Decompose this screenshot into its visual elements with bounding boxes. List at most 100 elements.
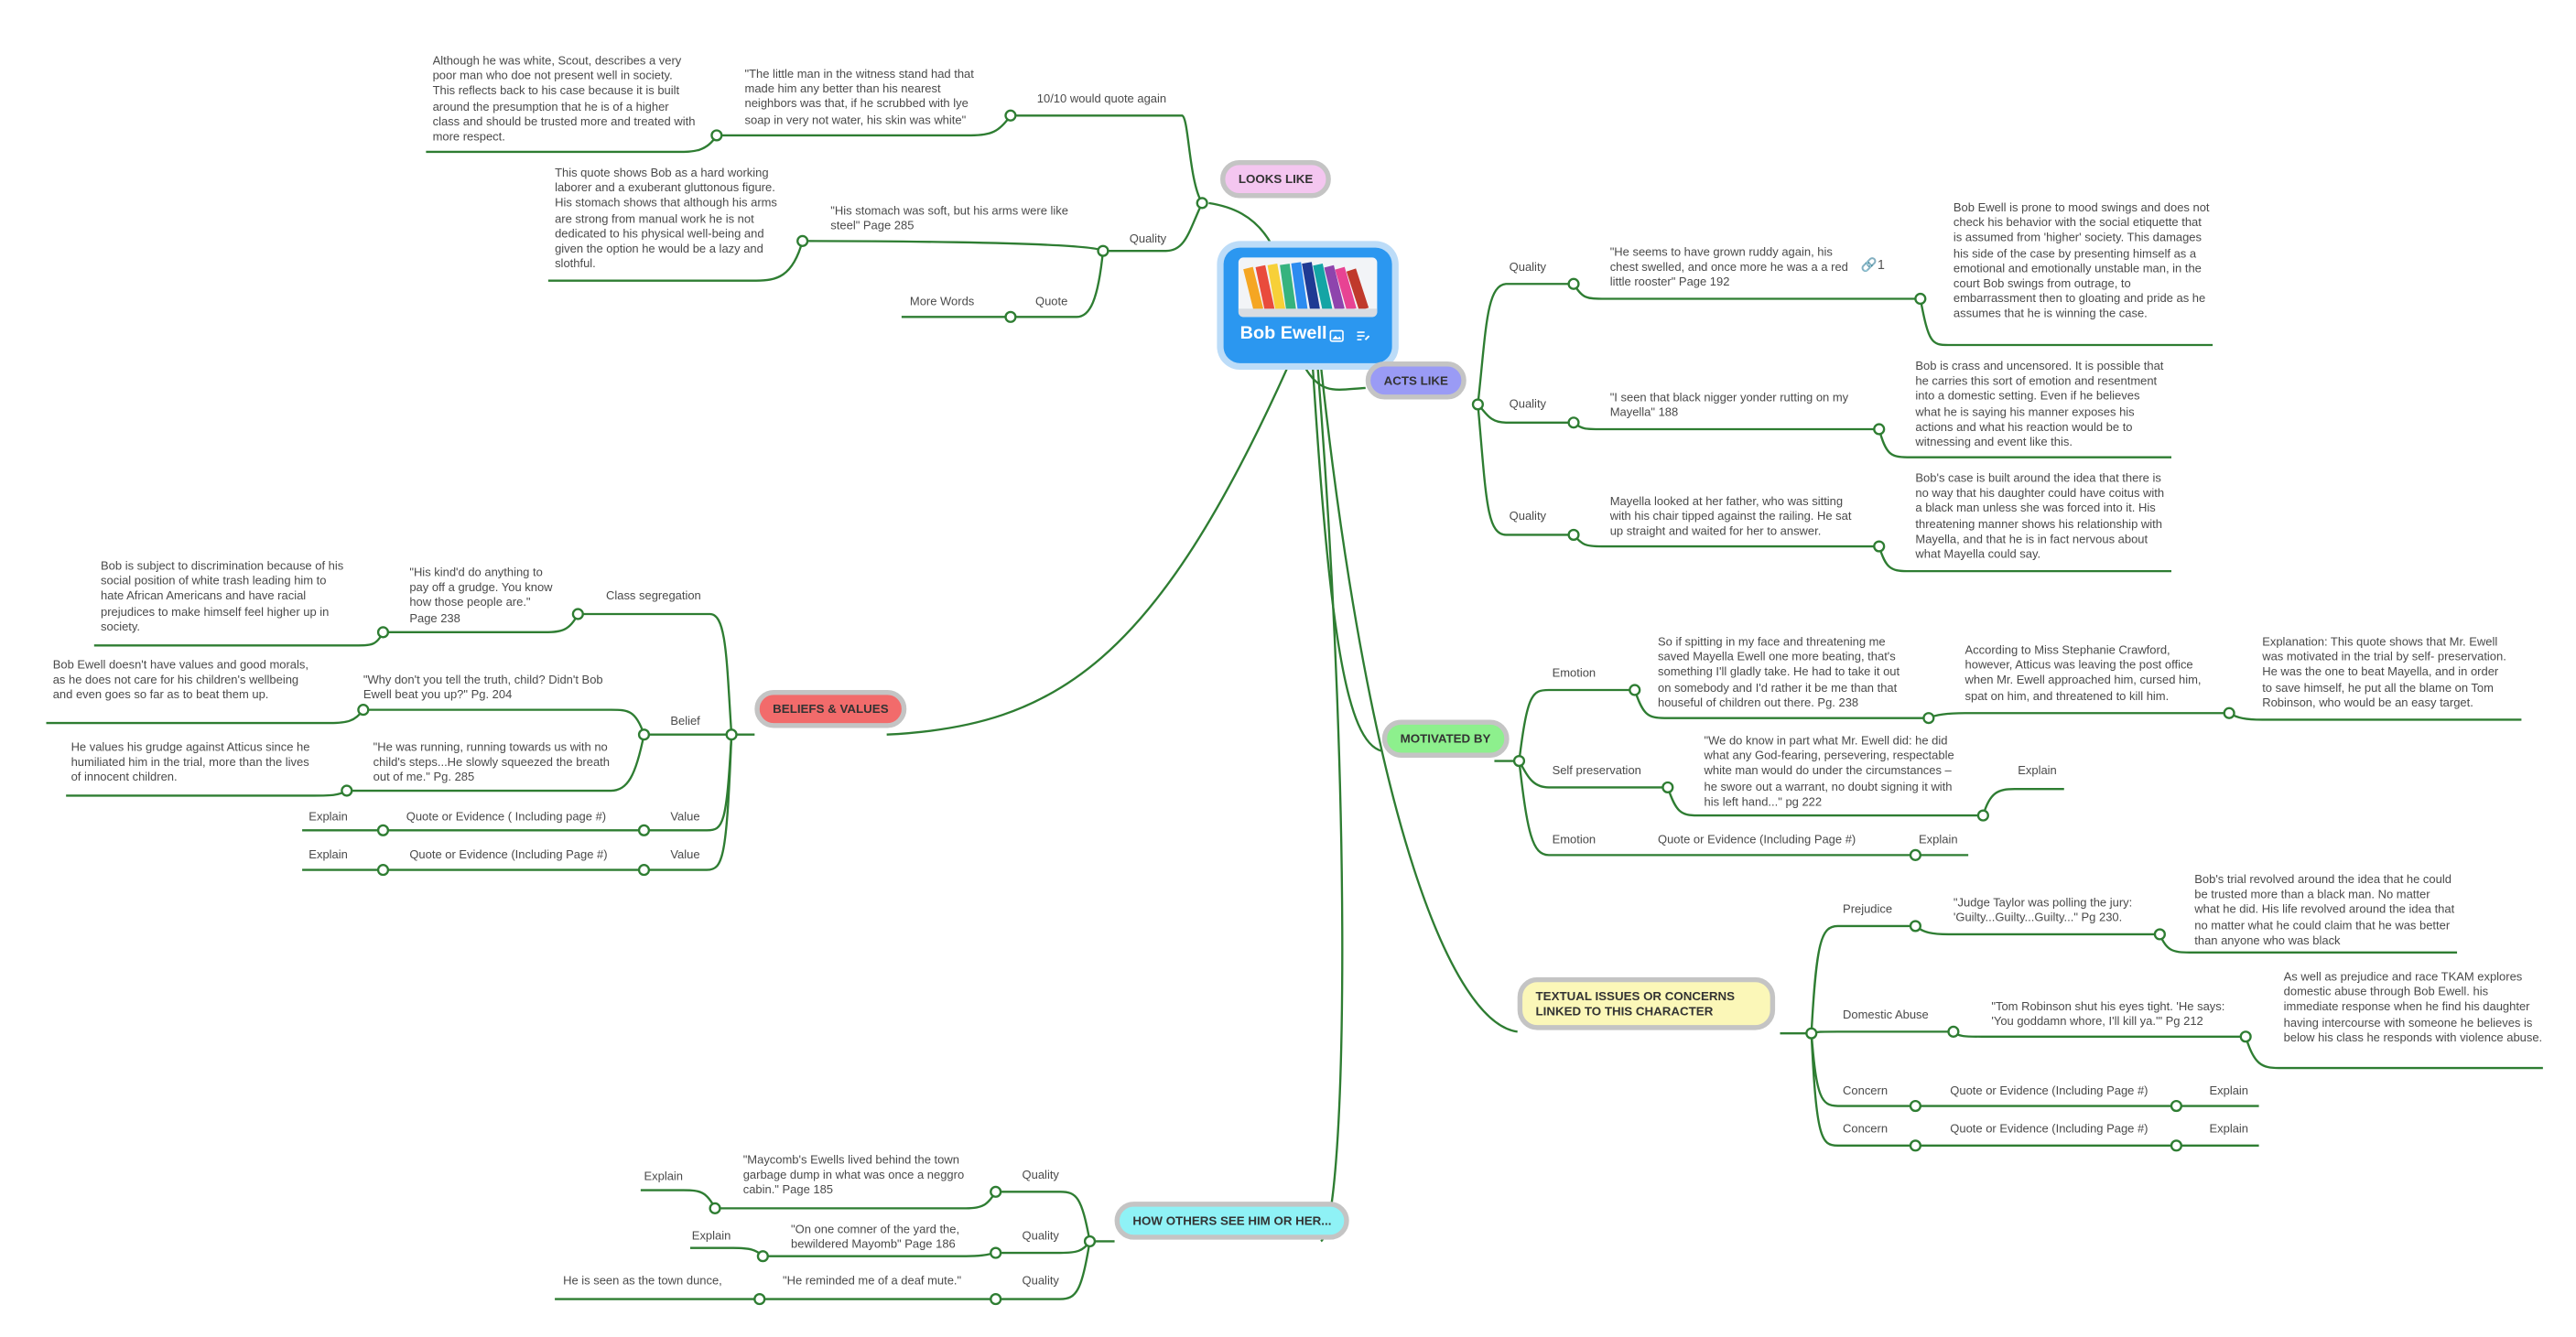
topic-looks-like[interactable]: LOOKS LIKE <box>1220 159 1332 199</box>
branch-node-dot[interactable] <box>1805 1027 1818 1040</box>
textual-explain-4[interactable]: Explain <box>2209 1120 2249 1137</box>
others-label-1[interactable]: Quality <box>1022 1167 1059 1182</box>
branch-node-dot[interactable] <box>1909 920 1921 933</box>
acts-explain-1[interactable]: Bob Ewell is prone to mood swings and do… <box>1953 199 2210 321</box>
beliefs-explain-4[interactable]: Explain <box>308 846 348 862</box>
motivated-label-3[interactable]: Emotion <box>1552 832 1596 847</box>
motivated-explain-3[interactable]: Explain <box>1919 832 1958 847</box>
textual-label-4[interactable]: Concern <box>1843 1120 1889 1137</box>
branch-node-dot[interactable] <box>1873 540 1886 553</box>
branch-node-dot[interactable] <box>1004 109 1017 122</box>
branch-node-dot[interactable] <box>1196 197 1208 210</box>
looks-label-1[interactable]: 10/10 would quote again <box>1036 91 1167 106</box>
textual-quote-2[interactable]: "Tom Robinson shut his eyes tight. 'He s… <box>1991 998 2225 1030</box>
branch-node-dot[interactable] <box>1976 809 1989 822</box>
beliefs-quote-4[interactable]: Quote or Evidence (Including Page #) <box>409 846 608 862</box>
acts-label-2[interactable]: Quality <box>1509 395 1547 412</box>
motivated-quote-3[interactable]: Quote or Evidence (Including Page #) <box>1658 832 1856 847</box>
looks-label-3[interactable]: Quote <box>1034 294 1068 309</box>
acts-quote-3[interactable]: Mayella looked at her father, who was si… <box>1609 493 1852 539</box>
branch-node-dot[interactable] <box>756 1250 769 1263</box>
branch-node-dot[interactable] <box>376 824 390 836</box>
motivated-extra-1[interactable]: According to Miss Stephanie Crawford, ho… <box>1964 642 2202 703</box>
looks-quote-1[interactable]: "The little man in the witness stand had… <box>744 66 974 127</box>
textual-explain-1[interactable]: Bob's trial revolved around the idea tha… <box>2194 871 2455 948</box>
beliefs-quote-2b[interactable]: "He was running, running towards us with… <box>373 739 610 785</box>
textual-label-1[interactable]: Prejudice <box>1843 900 1893 917</box>
branch-node-dot[interactable] <box>571 608 584 620</box>
beliefs-quote-1[interactable]: "His kind'd do anything to pay off a gru… <box>409 564 553 625</box>
acts-quote-1[interactable]: "He seems to have grown ruddy again, his… <box>1609 243 1848 290</box>
beliefs-explain-3[interactable]: Explain <box>308 808 348 825</box>
branch-node-dot[interactable] <box>637 824 651 836</box>
branch-node-dot[interactable] <box>709 1202 721 1214</box>
branch-node-dot[interactable] <box>357 704 370 717</box>
link-icon[interactable]: 🔗1 <box>1860 257 1885 273</box>
branch-node-dot[interactable] <box>1629 684 1641 696</box>
textual-explain-3[interactable]: Explain <box>2209 1083 2249 1098</box>
beliefs-label-2[interactable]: Belief <box>670 713 700 728</box>
others-explain-3[interactable]: He is seen as the town dunce, <box>563 1272 722 1288</box>
branch-node-dot[interactable] <box>1922 712 1935 725</box>
topic-beliefs-values[interactable]: BELIEFS & VALUES <box>754 689 907 728</box>
branch-node-dot[interactable] <box>637 864 651 877</box>
acts-label-1[interactable]: Quality <box>1509 259 1547 275</box>
branch-node-dot[interactable] <box>1914 292 1927 306</box>
notes-icon[interactable] <box>1356 329 1370 343</box>
branch-node-dot[interactable] <box>1097 244 1109 257</box>
branch-node-dot[interactable] <box>1471 398 1484 411</box>
motivated-explain-1[interactable]: Explanation: This quote shows that Mr. E… <box>2262 633 2506 710</box>
topic-how-others-see[interactable]: HOW OTHERS SEE HIM OR HER... <box>1114 1202 1350 1240</box>
beliefs-quote-2a[interactable]: "Why don't you tell the truth, child? Di… <box>363 672 603 702</box>
branch-node-dot[interactable] <box>1004 310 1017 323</box>
looks-explain-1[interactable]: Although he was white, Scout, describes … <box>432 52 696 144</box>
others-quote-1[interactable]: "Maycomb's Ewells lived behind the town … <box>742 1152 965 1198</box>
topic-acts-like[interactable]: ACTS LIKE <box>1365 361 1467 400</box>
beliefs-explain-2b[interactable]: He values his grudge against Atticus sin… <box>70 739 310 785</box>
branch-node-dot[interactable] <box>2170 1099 2182 1113</box>
looks-quote-2[interactable]: "His stomach was soft, but his arms were… <box>830 202 1068 233</box>
acts-label-3[interactable]: Quality <box>1509 508 1547 523</box>
branch-node-dot[interactable] <box>796 234 809 247</box>
motivated-quote-2[interactable]: "We do know in part what Mr. Ewell did: … <box>1704 732 1954 809</box>
motivated-label-1[interactable]: Emotion <box>1552 664 1596 681</box>
looks-label-2[interactable]: Quality <box>1129 231 1167 246</box>
branch-node-dot[interactable] <box>1909 848 1921 861</box>
textual-label-2[interactable]: Domestic Abuse <box>1843 1007 1929 1022</box>
branch-node-dot[interactable] <box>1947 1025 1960 1038</box>
branch-node-dot[interactable] <box>990 1185 1002 1198</box>
branch-node-dot[interactable] <box>1909 1139 1921 1152</box>
textual-label-3[interactable]: Concern <box>1843 1083 1889 1098</box>
others-quote-3[interactable]: "He reminded me of a deaf mute." <box>783 1272 962 1288</box>
acts-explain-3[interactable]: Bob's case is built around the idea that… <box>1915 470 2165 562</box>
beliefs-quote-3[interactable]: Quote or Evidence ( Including page #) <box>406 808 607 825</box>
branch-node-dot[interactable] <box>1083 1235 1097 1248</box>
acts-explain-2[interactable]: Bob is crass and uncensored. It is possi… <box>1915 358 2164 449</box>
others-explain-1[interactable]: Explain <box>644 1169 684 1184</box>
others-label-3[interactable]: Quality <box>1022 1272 1059 1288</box>
topic-motivated-by[interactable]: MOTIVATED BY <box>1381 719 1510 758</box>
branch-node-dot[interactable] <box>637 728 651 741</box>
branch-node-dot[interactable] <box>1567 277 1580 290</box>
branch-node-dot[interactable] <box>725 728 738 741</box>
branch-node-dot[interactable] <box>710 129 723 142</box>
topic-textual-issues[interactable]: TEXTUAL ISSUES OR CONCERNS LINKED TO THI… <box>1517 976 1776 1030</box>
motivated-quote-1[interactable]: So if spitting in my face and threatenin… <box>1658 633 1900 710</box>
others-quote-2[interactable]: "On one comner of the yard the, bewilder… <box>791 1221 960 1252</box>
motivated-explain-2[interactable]: Explain <box>2018 762 2057 778</box>
image-icon[interactable] <box>1329 329 1344 343</box>
looks-explain-2[interactable]: This quote shows Bob as a hard working l… <box>555 165 777 272</box>
textual-quote-1[interactable]: "Judge Taylor was polling the jury: 'Gui… <box>1953 894 2133 925</box>
acts-quote-2[interactable]: "I seen that black nigger yonder rutting… <box>1609 389 1849 420</box>
branch-node-dot[interactable] <box>2223 706 2235 719</box>
textual-quote-4[interactable]: Quote or Evidence (Including Page #) <box>1950 1120 2148 1137</box>
beliefs-label-3[interactable]: Value <box>670 808 700 825</box>
branch-node-dot[interactable] <box>990 1293 1002 1306</box>
branch-node-dot[interactable] <box>1512 754 1526 768</box>
branch-node-dot[interactable] <box>2170 1139 2182 1152</box>
looks-quote-3[interactable]: More Words <box>909 294 975 309</box>
branch-node-dot[interactable] <box>2239 1030 2252 1043</box>
branch-node-dot[interactable] <box>1661 781 1674 793</box>
others-label-2[interactable]: Quality <box>1022 1228 1059 1244</box>
branch-node-dot[interactable] <box>2153 928 2166 941</box>
